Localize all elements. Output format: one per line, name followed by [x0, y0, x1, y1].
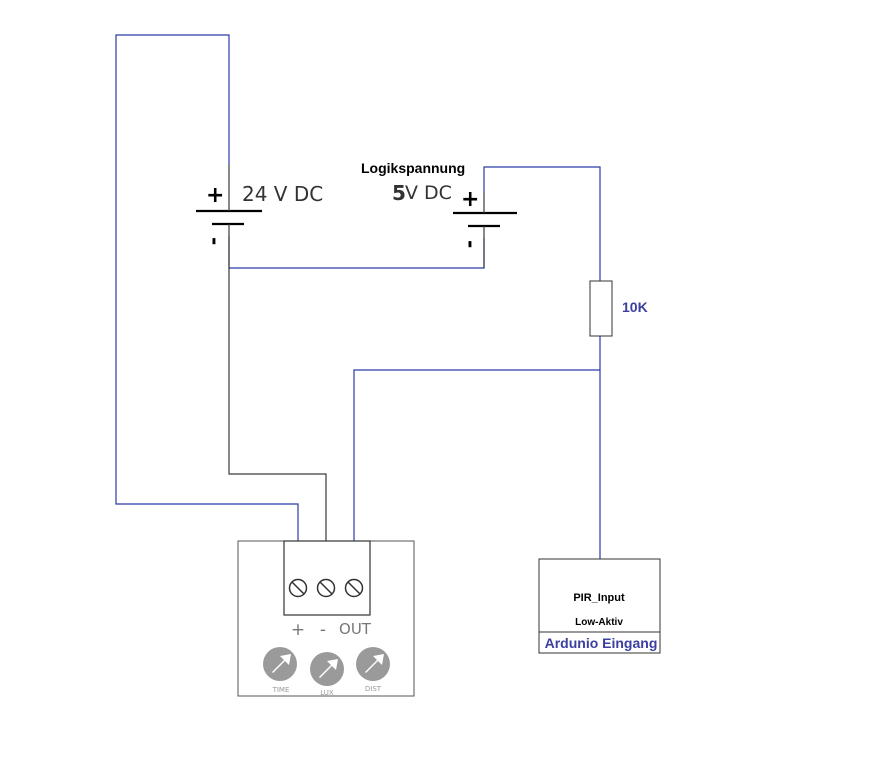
pir-knob-time[interactable] [263, 647, 297, 681]
wire-24v-minus [228, 268, 327, 580]
pir-knob-lux[interactable] [310, 652, 344, 686]
pir-terminal-label-out: OUT [339, 620, 372, 638]
pir-module: + - OUT TIME LUX DIST [237, 540, 415, 697]
wire-24v-plus [115, 34, 299, 580]
battery-5v-voltage-unit: V DC [405, 182, 452, 204]
arduino-input-box: PIR_Input Low-Aktiv Ardunio Eingang [538, 558, 661, 654]
pir-screw-minus [316, 578, 336, 598]
pir-knob-label-time: TIME [272, 686, 290, 694]
resistor-10k: 10K [589, 280, 648, 337]
battery-5v-title: Logikspannung [361, 160, 465, 176]
pir-terminal-block [283, 540, 371, 616]
wire-5v-plus [483, 166, 601, 281]
battery-5v-minus-sign: - [459, 240, 483, 248]
arrow-icon [319, 659, 338, 678]
battery-24v-plus-sign: + [206, 183, 224, 208]
resistor-value: 10K [622, 299, 648, 315]
pir-knob-label-lux: LUX [320, 689, 334, 697]
battery-24v-minus-sign: - [203, 237, 227, 245]
battery-24v-voltage: 24 V DC [242, 182, 323, 206]
wire-pir-out [353, 369, 600, 580]
pir-housing [237, 540, 415, 697]
arduino-input-mode: Low-Aktiv [575, 617, 623, 628]
resistor-body [589, 280, 613, 337]
pir-terminal-label-plus: + [291, 620, 305, 640]
pir-knob-label-dist: DIST [365, 685, 382, 693]
pir-knob-dist[interactable] [356, 647, 390, 681]
pir-screw-plus [288, 578, 308, 598]
arrow-icon [365, 654, 384, 673]
battery-5v: Logikspannung + - 5 V DC [361, 160, 517, 268]
pir-screw-out [344, 578, 364, 598]
arduino-input-name: PIR_Input [573, 592, 625, 604]
wire-ground-bus [228, 236, 485, 269]
battery-24v: + - 24 V DC [196, 165, 323, 268]
arduino-box-caption: Ardunio Eingang [545, 635, 658, 651]
wires [115, 34, 601, 580]
battery-5v-plus-sign: + [461, 187, 479, 212]
pir-terminal-label-minus: - [320, 620, 326, 640]
battery-5v-voltage-number: 5 [392, 181, 406, 205]
arrow-icon [272, 654, 291, 673]
arduino-box-frame [538, 558, 661, 654]
